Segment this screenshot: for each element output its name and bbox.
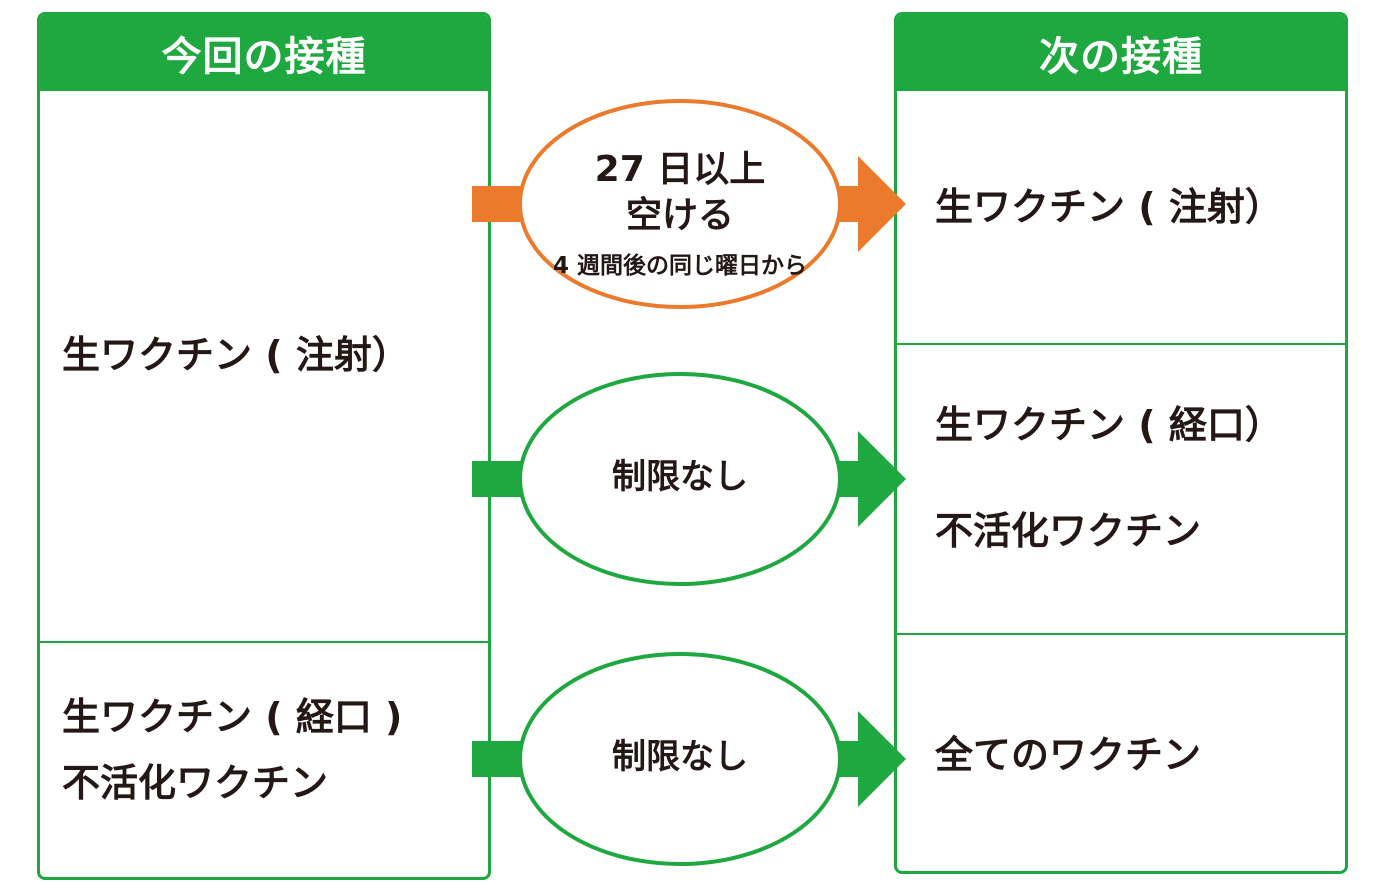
interval-flow-27-days <box>472 99 906 309</box>
current-live-injection-label: 生ワクチン ( 注射） <box>62 333 410 377</box>
next-inactivated-label: 不活化ワクチン <box>935 509 1202 553</box>
next-live-injection-label: 生ワクチン ( 注射） <box>935 185 1283 229</box>
flow-oval <box>518 652 842 866</box>
flow-1-sublabel: 4 週間後の同じ曜日から <box>552 253 807 279</box>
current-vaccination-header: 今回の接種 <box>40 15 488 91</box>
interval-flow-no-limit-2 <box>472 652 906 866</box>
current-live-oral-label: 生ワクチン ( 経口 ) <box>62 695 403 739</box>
current-inactivated-label: 不活化ワクチン <box>62 761 329 805</box>
flow-3-label: 制限なし <box>612 737 748 777</box>
flow-1-label-line-1: 27 日以上 <box>594 149 766 190</box>
next-vaccination-panel: 次の接種 生ワクチン ( 注射） 生ワクチン ( 経口） 不活化ワクチン 全ての… <box>894 12 1348 874</box>
current-vaccination-panel: 今回の接種 生ワクチン ( 注射） 生ワクチン ( 経口 ) 不活化ワクチン <box>37 12 491 880</box>
interval-flow-no-limit-1 <box>472 372 906 586</box>
next-live-oral-label: 生ワクチン ( 経口） <box>935 403 1283 447</box>
flow-oval <box>518 99 842 309</box>
flow-arrow-head <box>858 156 906 252</box>
current-oral-inactivated-cell: 生ワクチン ( 経口 ) 不活化ワクチン <box>40 641 488 877</box>
next-all-vaccines-label: 全てのワクチン <box>935 733 1202 777</box>
flow-oval <box>518 372 842 586</box>
flow-2-label: 制限なし <box>612 457 748 497</box>
flow-arrow-head <box>858 431 906 527</box>
next-vaccination-header: 次の接種 <box>897 15 1345 91</box>
next-all-vaccines-cell: 全てのワクチン <box>897 633 1345 871</box>
flow-1-label-line-2: 空ける <box>625 195 734 236</box>
next-oral-inactivated-cell: 生ワクチン ( 経口） 不活化ワクチン <box>897 343 1345 633</box>
current-live-injection-cell: 生ワクチン ( 注射） <box>40 91 488 641</box>
next-live-injection-cell: 生ワクチン ( 注射） <box>897 91 1345 345</box>
flow-arrow-head <box>858 711 906 807</box>
